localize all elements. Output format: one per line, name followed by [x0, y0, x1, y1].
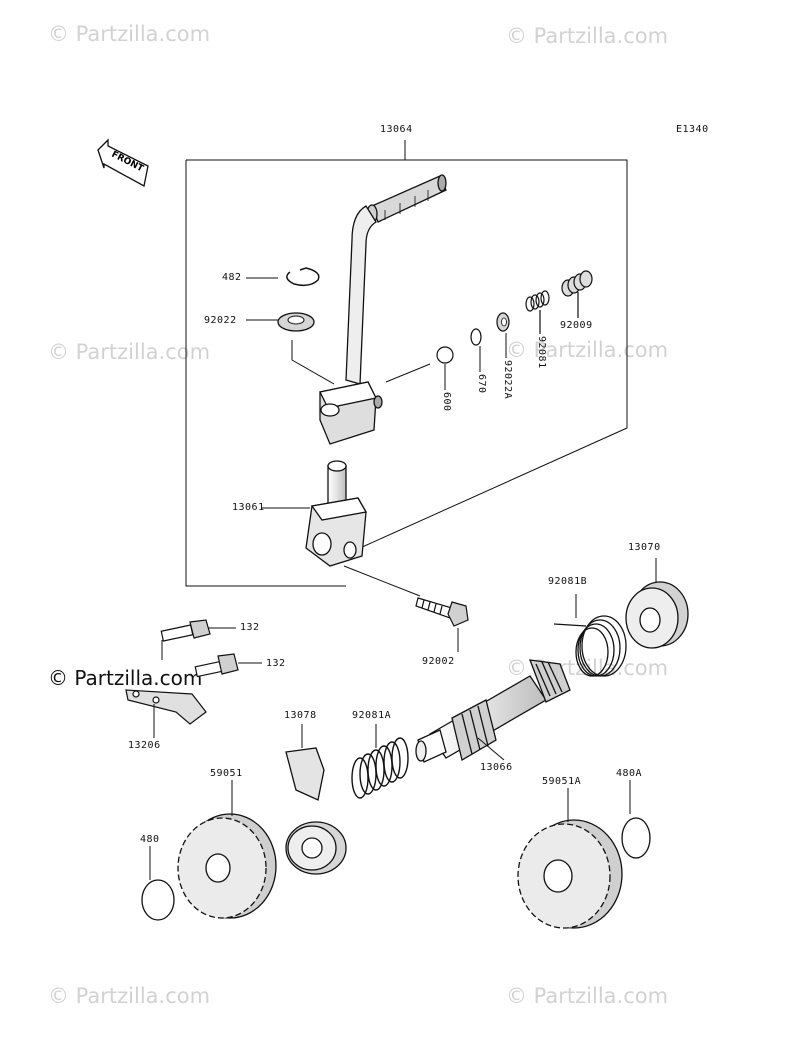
gear-59051 [177, 780, 277, 919]
gear-59051A [517, 788, 623, 929]
part-label-92081A[interactable]: 92081A [352, 710, 392, 721]
part-label-13078[interactable]: 13078 [284, 710, 317, 721]
collar-13070 [625, 558, 689, 649]
part-label-59051A[interactable]: 59051A [542, 776, 582, 787]
washer-92022 [246, 312, 335, 385]
kick-boss-13061 [262, 460, 421, 597]
circlip-480 [141, 846, 175, 921]
front-arrow: FRONT [97, 138, 149, 187]
bolt-92002 [415, 597, 469, 652]
diagram-code: E1340 [676, 124, 709, 135]
part-label-92009[interactable]: 92009 [560, 320, 593, 331]
shaft-13066 [415, 659, 571, 763]
watermark: © Partzilla.com [506, 24, 669, 48]
watermark: © Partzilla.com [48, 340, 211, 364]
ratchet-13078 [285, 724, 347, 875]
part-label-13061[interactable]: 13061 [232, 502, 265, 513]
part-label-480[interactable]: 480 [140, 834, 160, 845]
part-label-670[interactable]: 670 [476, 374, 487, 394]
assembly-box [185, 140, 628, 587]
part-label-132-lower[interactable]: 132 [266, 658, 286, 669]
part-label-600[interactable]: 600 [441, 392, 452, 412]
spring-92081 [525, 290, 550, 334]
part-label-480A[interactable]: 480A [616, 768, 643, 779]
oring-670 [470, 328, 482, 372]
part-label-13066[interactable]: 13066 [480, 762, 513, 773]
part-label-92022[interactable]: 92022 [204, 315, 237, 326]
part-label-13206[interactable]: 13206 [128, 740, 161, 751]
bolt-132-lower [194, 653, 262, 678]
part-label-92022A[interactable]: 92022A [502, 360, 513, 400]
part-label-13070[interactable]: 13070 [628, 542, 661, 553]
washer-92022A [496, 312, 510, 358]
circlip-480A [621, 780, 651, 859]
part-label-59051[interactable]: 59051 [210, 768, 243, 779]
watermark: © Partzilla.com [48, 984, 211, 1008]
ball-600 [385, 346, 454, 390]
kick-lever-arm [319, 174, 447, 445]
watermark: © Partzilla.com [506, 984, 669, 1008]
spring-92081A [351, 724, 409, 799]
bolt-132-upper [160, 619, 236, 660]
part-label-132-upper[interactable]: 132 [240, 622, 260, 633]
circlip-482 [246, 267, 320, 287]
part-label-13064[interactable]: 13064 [380, 124, 413, 135]
spring-92081B [553, 594, 627, 677]
watermark: © Partzilla.com [506, 338, 669, 362]
part-label-482[interactable]: 482 [222, 272, 242, 283]
part-label-92002[interactable]: 92002 [422, 656, 455, 667]
spring-92009 [561, 270, 593, 318]
watermark: © Partzilla.com [48, 22, 211, 46]
part-label-92081B[interactable]: 92081B [548, 576, 588, 587]
plate-13206 [125, 689, 207, 738]
part-label-92081[interactable]: 92081 [536, 336, 547, 369]
watermark-dark: © Partzilla.com [48, 666, 203, 690]
